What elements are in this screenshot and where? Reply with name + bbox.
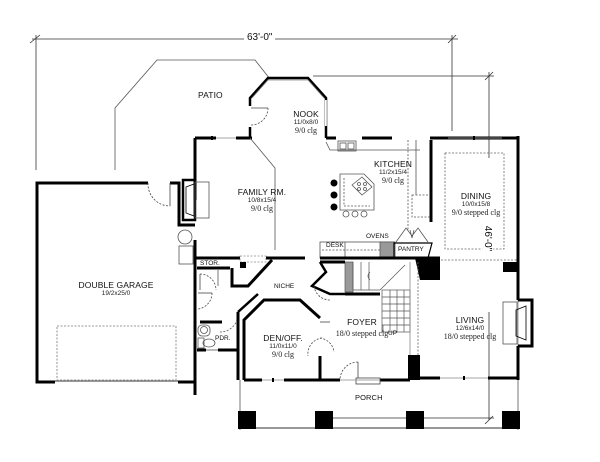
room-dining: DINING 10/0x15/8 9/0 stepped clg xyxy=(440,192,512,217)
stor-door xyxy=(197,273,217,310)
front-door xyxy=(339,361,381,385)
room-porch: PORCH xyxy=(355,394,383,402)
room-size: 10/0x15/8 xyxy=(461,200,491,208)
room-name: NOOK xyxy=(293,109,319,119)
stor-label: STOR. xyxy=(200,260,220,267)
pdr-label: PDR. xyxy=(215,335,231,342)
living-fireplace xyxy=(502,298,534,348)
room-name: DINING xyxy=(460,191,492,201)
water-heater xyxy=(177,229,193,245)
kitchen-counters xyxy=(325,140,433,230)
room-ceiling: 9/0 clg xyxy=(251,204,273,213)
room-size: 11/2x15/4 xyxy=(378,168,408,176)
room-patio: PATIO xyxy=(198,91,223,100)
room-size: 10/8x15/4 xyxy=(247,196,277,204)
dimension-lines xyxy=(29,34,494,425)
living-walls xyxy=(418,275,520,380)
room-ceiling: 9/0 clg xyxy=(382,176,404,185)
room-garage: DOUBLE GARAGE 19/2x25/0 xyxy=(70,281,162,297)
room-name: PORCH xyxy=(355,393,383,402)
room-ceiling: 9/0 clg xyxy=(295,126,317,135)
room-den: DEN/OFF. 11/0x11/0 9/0 clg xyxy=(252,334,314,359)
room-size: 19/2x25/0 xyxy=(101,289,131,297)
nook-walls xyxy=(248,76,328,138)
garage-walls xyxy=(35,181,195,384)
garage-entry-door xyxy=(147,182,171,207)
ovens-label: OVENS xyxy=(366,233,389,240)
room-name: FOYER xyxy=(347,317,377,327)
dining-walls xyxy=(420,136,520,275)
niche-label: NICHE xyxy=(274,283,295,290)
room-name: FAMILY RM. xyxy=(237,187,287,197)
room-living: LIVING 12/6x14/0 18/0 stepped clg xyxy=(434,316,506,341)
room-nook: NOOK 11/0x8/0 9/0 clg xyxy=(270,110,342,135)
stair-up-label: UP xyxy=(388,330,398,337)
overall-depth-label: 46'-0" xyxy=(482,222,494,255)
coat-closet-door xyxy=(309,261,345,301)
family-nook-partition xyxy=(249,137,276,250)
room-name: KITCHEN xyxy=(373,159,412,169)
pantry xyxy=(393,227,433,259)
room-ceiling: 18/0 stepped clg xyxy=(335,328,389,338)
room-name: LIVING xyxy=(455,315,485,325)
overall-width-label: 63'-0" xyxy=(244,32,276,43)
staircase xyxy=(344,261,411,333)
den-door xyxy=(307,321,335,357)
room-size: 11/0x11/0 xyxy=(269,342,297,350)
room-size: 12/6x14/0 xyxy=(455,324,485,332)
room-family: FAMILY RM. 10/8x15/4 9/0 clg xyxy=(222,188,302,213)
pdr-fixtures xyxy=(197,315,239,351)
family-fireplace xyxy=(181,178,210,222)
nook-door xyxy=(248,106,269,127)
room-ceiling: 9/0 clg xyxy=(272,350,294,359)
room-name: DEN/OFF. xyxy=(263,333,303,343)
porch xyxy=(238,380,520,430)
room-size: 11/0x8/0 xyxy=(293,118,319,126)
patio-outline xyxy=(114,59,271,170)
room-kitchen: KITCHEN 11/2x15/4 9/0 clg xyxy=(358,160,428,185)
room-ceiling: 9/0 stepped clg xyxy=(451,208,501,217)
pantry-label: PANTRY xyxy=(398,246,424,253)
room-foyer: FOYER 18/0 stepped clg xyxy=(326,318,398,338)
room-name: PATIO xyxy=(198,90,223,100)
room-name: DOUBLE GARAGE xyxy=(78,280,154,290)
room-ceiling: 18/0 stepped clg xyxy=(443,332,497,341)
garage-door-opening xyxy=(55,325,178,382)
kitchen-island xyxy=(339,173,375,218)
desk-label: DESK xyxy=(326,242,344,249)
